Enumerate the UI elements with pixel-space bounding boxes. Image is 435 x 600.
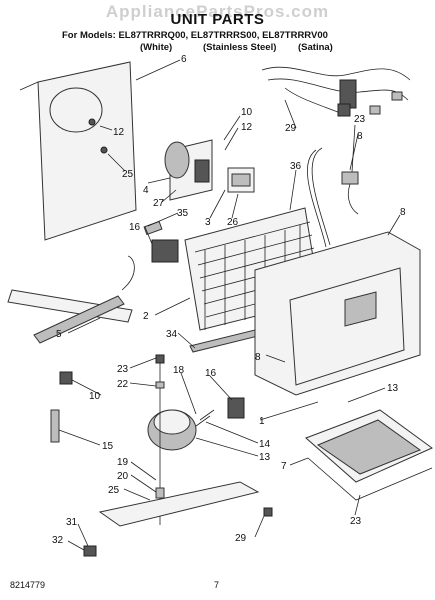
callout-8b: 8 [255,352,261,363]
callout-13: 13 [387,383,399,394]
rear-panel-part [19,61,137,241]
wire-harness-part [261,66,411,117]
callout-1: 1 [259,416,265,427]
compressor-part [147,409,215,451]
callout-17: 16 [205,368,217,379]
control-box-part [227,167,255,193]
callout-21: 20 [117,471,129,482]
variant-satina: (Satina) [298,42,333,53]
callout-28: 26 [227,217,239,228]
callout-34: 34 [166,329,178,340]
callout-12b: 12 [113,127,125,138]
callout-19: 18 [173,365,185,376]
callout-9: 8 [357,131,363,142]
callout-27: 25 [122,169,134,180]
power-plug-part [341,171,359,215]
base-plate-part [98,481,260,527]
callout-6: 6 [181,54,187,65]
defrost-heater-part [7,255,135,344]
overload-part [227,397,245,419]
callout-30: 29 [235,533,247,544]
grommet-part [59,371,73,385]
callout-25: 23 [354,114,366,125]
callout-23: 23 [117,364,129,375]
callout-labels: 6 10 12 12 25 4 27 29 23 8 36 26 3 35 16… [52,54,406,546]
drain-tube-part [311,147,331,246]
callout-33: 32 [52,535,64,546]
variant-stainless: (Stainless Steel) [203,42,277,53]
relay-part [151,239,179,263]
callout-20: 19 [117,457,129,468]
screw-part [263,507,273,517]
callout-3: 3 [205,217,211,228]
callout-18: 16 [129,222,141,233]
callout-2: 2 [143,311,149,322]
callout-31: 29 [285,123,297,134]
callout-11: 10 [241,107,253,118]
callout-4: 4 [143,185,149,196]
callout-7: 7 [281,461,287,472]
callout-15: 14 [259,439,271,450]
shroud-panel-part [254,231,421,396]
callout-32: 31 [66,517,78,528]
callout-16: 15 [102,441,114,452]
callout-22: 22 [117,379,129,390]
callout-35: 35 [177,208,189,219]
callout-12a: 12 [241,122,253,133]
callout-36: 36 [290,161,302,172]
fan-motor-part [164,139,213,201]
washer-part [83,545,97,557]
leader-lines [58,59,401,551]
callout-8a: 8 [400,207,406,218]
document-number: 8214779 [10,580,46,590]
models-line: For Models: EL87TRRRQ00, EL87TRRRS00, EL… [62,30,328,41]
callout-24: 23 [350,516,362,527]
callout-5: 5 [56,329,62,340]
mount-bolts-part [155,354,165,525]
watermark-text: AppliancePartsPros.com [105,2,330,21]
page-title: UNIT PARTS [170,11,265,28]
callout-10: 10 [89,391,101,402]
page-number: 7 [214,580,220,590]
callout-29: 27 [153,198,165,209]
variant-white: (White) [140,42,173,53]
callout-14: 13 [259,452,271,463]
callout-26: 25 [108,485,120,496]
dryer-part [50,409,60,443]
drain-pan-part [305,409,433,501]
